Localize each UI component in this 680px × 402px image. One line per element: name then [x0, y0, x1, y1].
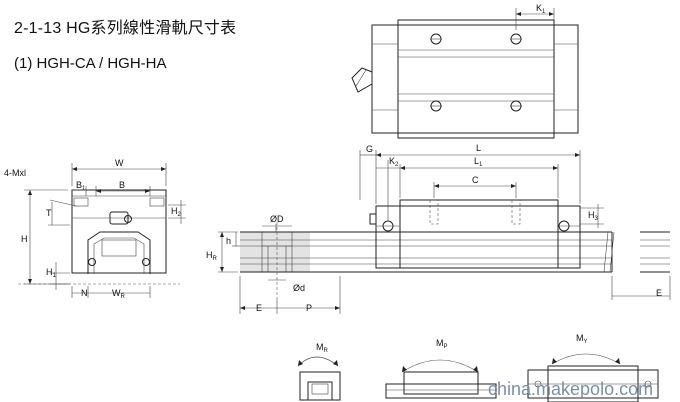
- moment-mr-icon: [297, 356, 341, 401]
- top-view: [351, 8, 579, 139]
- dim-l-label: L: [476, 143, 481, 153]
- page-title: 2-1-13 HG系列線性滑軌尺寸表: [14, 20, 237, 37]
- model-subtitle: (1) HGH-CA / HGH-HA: [14, 55, 167, 72]
- dim-k2-label: K2: [389, 156, 399, 168]
- dim-bolt-hole-diameter-label: Ød: [293, 283, 305, 293]
- dim-h-label: H: [21, 234, 28, 244]
- dim-wr-label: WR: [112, 288, 126, 300]
- dim-h3-label: H3: [588, 210, 599, 222]
- dim-counterbore-depth-label: h: [226, 236, 231, 246]
- dim-e-label: E: [256, 303, 262, 313]
- dim-t-label: T: [46, 208, 52, 218]
- dim-b1-label: B1: [76, 180, 86, 192]
- dim-h1-label: H1: [46, 267, 57, 279]
- dim-l1-label: L1: [474, 156, 483, 168]
- moment-mp-label: MP: [436, 338, 448, 350]
- dim-e-right-label: E: [656, 288, 662, 298]
- moment-my-label: MY: [576, 333, 588, 345]
- dim-b-label: B: [119, 180, 125, 190]
- dim-p-label: P: [306, 303, 312, 313]
- dim-k1-label: K1: [536, 3, 546, 15]
- dim-bolt-head-diameter-label: ØD: [270, 214, 284, 224]
- moment-mp-icon: [385, 359, 497, 399]
- dim-w-label: W: [115, 158, 124, 168]
- end-view: [18, 163, 186, 298]
- dim-g-label: G: [366, 144, 373, 154]
- thread-mxl-label: 4-Mxl: [4, 168, 26, 178]
- side-view: [218, 150, 671, 314]
- dim-c-label: C: [472, 175, 479, 185]
- moment-mr-label: MR: [316, 342, 329, 354]
- dim-n-label: N: [81, 288, 88, 298]
- dim-h2-label: H2: [171, 206, 182, 218]
- moment-my-icon: [527, 353, 659, 402]
- watermark: china.makepolo.com: [488, 379, 654, 399]
- dim-hr-label: HR: [206, 250, 218, 262]
